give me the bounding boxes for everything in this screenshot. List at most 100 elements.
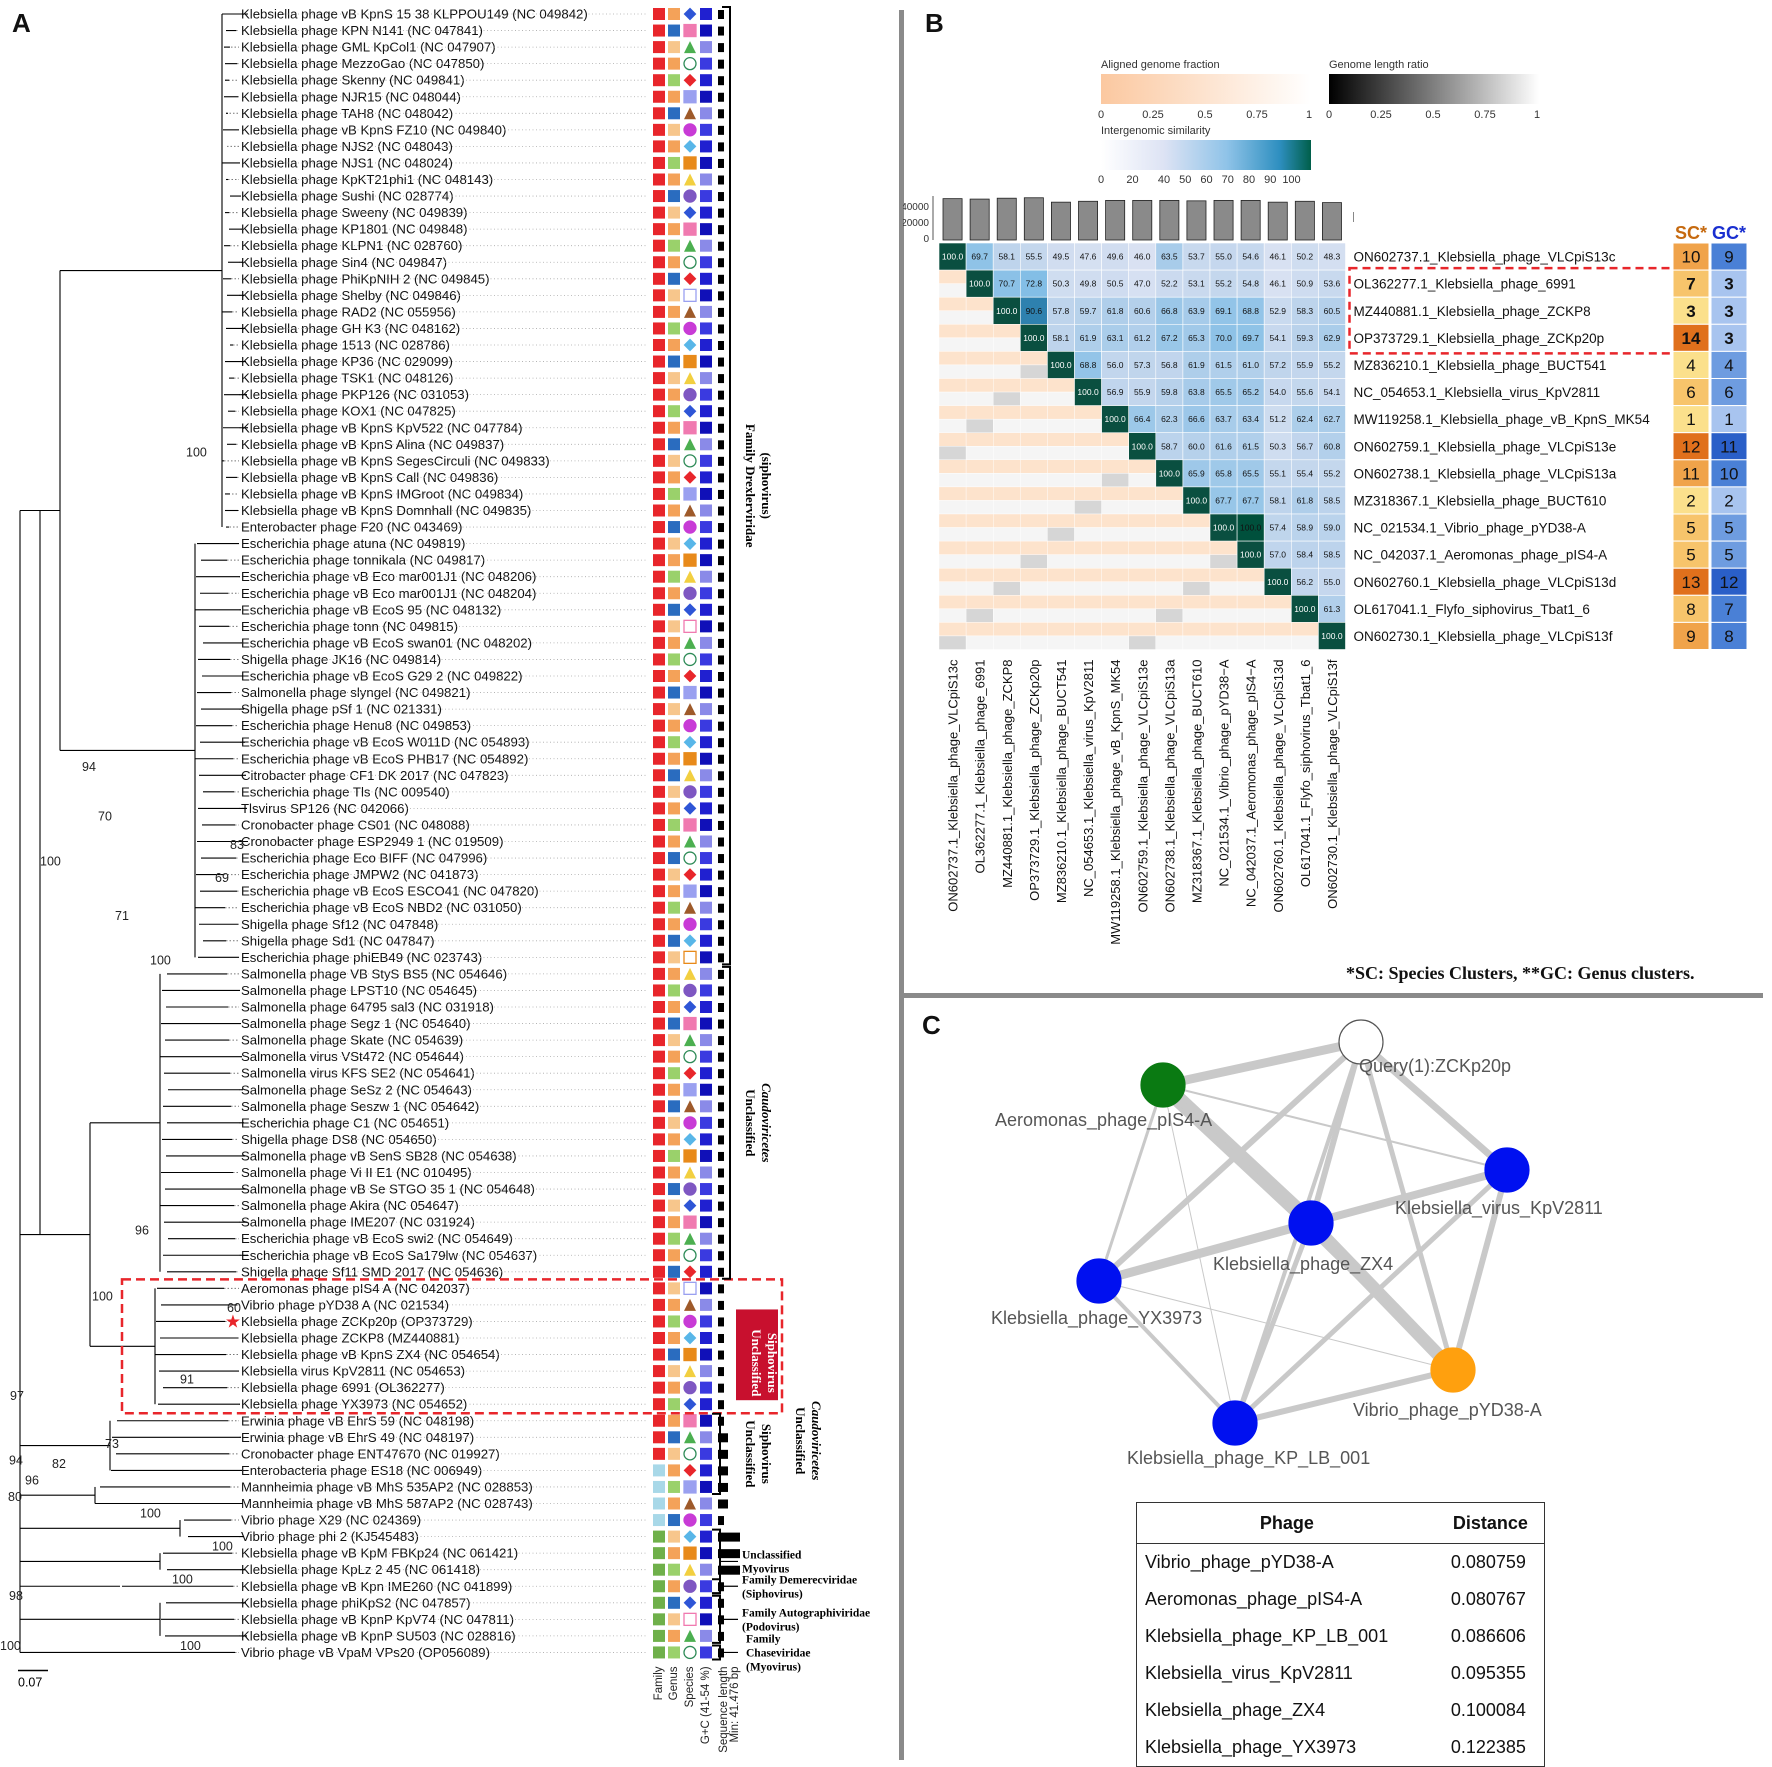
- species-shape-cell: [683, 272, 697, 286]
- heatmap-cell: [1074, 323, 1102, 352]
- tree-leaf-label: Tlsvirus SP126 (NC 042066): [241, 801, 409, 816]
- aligned-fraction-cell: [1128, 595, 1156, 610]
- network-edge: [1232, 1222, 1314, 1424]
- genus-color-cell: [668, 24, 680, 37]
- length-ratio-cell: [1047, 527, 1075, 542]
- genus-color-cell: [668, 1431, 680, 1444]
- genus-cluster-value: 8: [1724, 627, 1733, 646]
- heatmap-cell-value: 48.3: [1324, 252, 1341, 262]
- heatmap-cell: [1318, 513, 1346, 542]
- heatmap-cell: [1236, 459, 1265, 488]
- legend-tick-ratio: 0.5: [1425, 109, 1440, 121]
- aligned-fraction-cell: [1074, 568, 1102, 582]
- species-shape-cell: [684, 835, 696, 848]
- genus-cluster-cell: [1710, 540, 1748, 569]
- phylogenetic-tree: Klebsiella phage vB KpnS 15 38 KLPPOU149…: [0, 6, 870, 1753]
- bootstrap-value: 97: [10, 1389, 24, 1403]
- heatmap-cell-value: 55.5: [1026, 252, 1043, 262]
- genome-length-bar: [1213, 199, 1234, 241]
- length-ratio-cell: [965, 310, 994, 325]
- length-ratio-cell: [1155, 581, 1184, 596]
- tree-leaf-label: Klebsiella phage vB KpnS Alina (NC 04983…: [241, 437, 504, 452]
- highlight-box: [120, 1278, 784, 1415]
- genus-cluster-cell: [1710, 378, 1748, 407]
- family-color-cell: [653, 504, 665, 517]
- sequence-length-bar: [718, 10, 724, 19]
- gc-content-cell: [700, 1431, 712, 1444]
- length-ratio-cell: [1020, 635, 1048, 650]
- aligned-fraction-cell: [1074, 432, 1102, 447]
- species-shape-cell: [683, 288, 697, 303]
- species-shape-cell: [683, 1530, 697, 1543]
- legend-tick-ratio: 0.75: [1474, 109, 1495, 121]
- gc-content-cell: [700, 123, 712, 136]
- family-color-cell: [653, 57, 665, 70]
- species-shape-cell: [683, 1397, 697, 1411]
- genus-color-cell: [668, 1381, 680, 1394]
- genus-color-cell: [668, 405, 680, 418]
- length-ratio-cell: [1128, 581, 1156, 596]
- aligned-fraction-cell: [1074, 405, 1102, 420]
- family-color-cell: [653, 752, 665, 765]
- clade-label: Unclassified: [743, 1420, 758, 1488]
- annotation-column-label: Family: [653, 1666, 665, 1700]
- genus-color-cell: [668, 1497, 680, 1510]
- genus-color-cell: [668, 206, 680, 219]
- sc-header: SC*: [1675, 223, 1707, 243]
- clade-label: Caudoviricetes: [759, 1083, 774, 1162]
- heatmap-cell: [1290, 567, 1319, 596]
- aligned-fraction-cell: [1128, 486, 1156, 501]
- tree-leaf-label: Escherichia phage atuna (NC 049819): [241, 536, 465, 551]
- family-color-cell: [653, 835, 665, 848]
- genus-color-cell: [668, 1480, 680, 1493]
- gc-content-cell: [700, 405, 712, 418]
- species-cluster-value: 3: [1686, 302, 1695, 321]
- legend-tick-aligned: 1: [1306, 109, 1312, 121]
- network-node-label: Vibrio_phage_pYD38-A: [1353, 1400, 1542, 1421]
- species-shape-cell: [683, 917, 697, 931]
- gc-content-cell: [700, 1050, 712, 1063]
- heatmap-cell-value: 66.8: [1161, 306, 1178, 316]
- tree-leaf-label: Klebsiella phage vB KpnS FZ10 (NC 049840…: [241, 122, 506, 137]
- tree-leaf-label: Escherichia phage tonnikala (NC 049817): [241, 553, 485, 568]
- heatmap-cell: [1318, 432, 1346, 461]
- length-ratio-cell: [992, 364, 1021, 379]
- aligned-fraction-cell: [1182, 513, 1211, 528]
- aligned-fraction-cell: [965, 622, 994, 637]
- family-color-cell: [653, 1381, 665, 1394]
- family-color-cell: [653, 24, 665, 37]
- gc-content-cell: [700, 1480, 712, 1493]
- heatmap-col-label: ON602759.1_Klebsiella_phage_VLCpiS13e: [1135, 660, 1150, 913]
- aligned-fraction-cell: [992, 513, 1021, 528]
- genus-color-cell: [668, 1116, 680, 1129]
- aligned-fraction-cell: [965, 351, 994, 366]
- genus-color-cell: [668, 1365, 680, 1378]
- heatmap-cell-value: 55.9: [1297, 360, 1314, 370]
- genus-color-cell: [668, 190, 680, 203]
- family-color-cell: [653, 487, 665, 500]
- heatmap-cell: [1101, 405, 1130, 434]
- bootstrap-value: 100: [0, 1639, 21, 1653]
- sequence-length-bar: [718, 1300, 724, 1310]
- heatmap-cell-value: 57.3: [1134, 360, 1151, 370]
- genus-color-cell: [668, 603, 680, 616]
- network-edge: [1097, 1218, 1313, 1286]
- heatmap-cell-value: 67.7: [1242, 495, 1259, 505]
- sequence-length-bar: [718, 705, 724, 715]
- table-cell-phage: Klebsiella_phage_YX3973: [1145, 1737, 1357, 1757]
- heatmap-cell-value: 61.2: [1134, 333, 1151, 343]
- species-shape-cell: [683, 206, 697, 219]
- heatmap-cell-value: 55.6: [1297, 387, 1314, 397]
- gc-content-cell: [700, 41, 712, 54]
- species-shape-cell: [684, 305, 696, 318]
- heatmap-cell-value: 52.2: [1161, 279, 1178, 289]
- family-color-cell: [653, 703, 665, 716]
- heatmap-cell-value: 58.3: [1297, 306, 1314, 316]
- species-cluster-cell: [1672, 378, 1710, 407]
- species-cluster-cell: [1672, 323, 1710, 352]
- heatmap-cell: [1074, 378, 1102, 406]
- species-shape-cell: [684, 967, 696, 980]
- genus-color-cell: [668, 719, 680, 732]
- length-ratio-cell: [1101, 554, 1129, 569]
